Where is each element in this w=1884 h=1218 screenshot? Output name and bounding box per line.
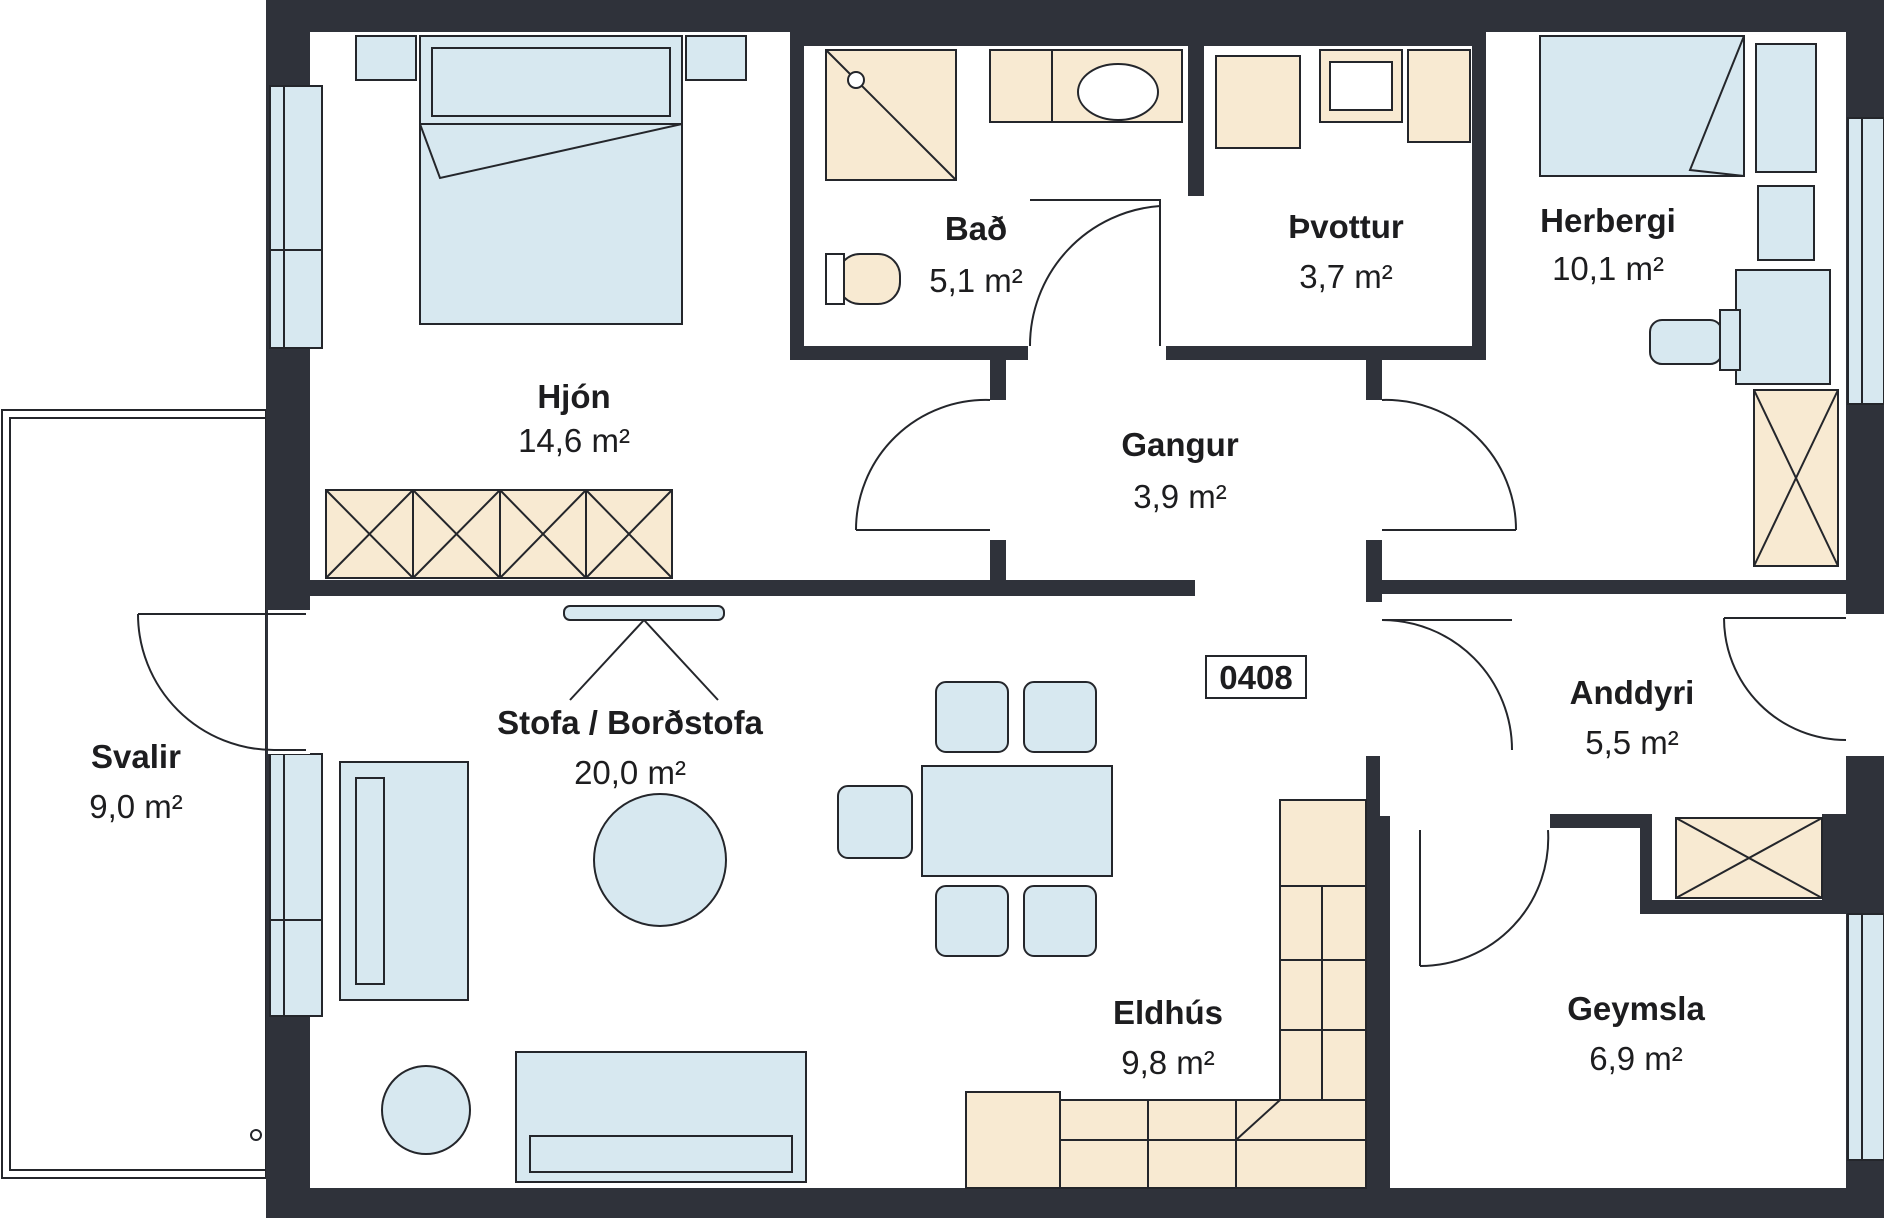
unit-number: 0408 (1219, 659, 1292, 696)
master-bedroom-furniture (325, 35, 747, 579)
entry-cabinet (1675, 817, 1823, 899)
room-area-geymsla: 6,9 m² (1589, 1040, 1683, 1077)
room-name-thvottur: Þvottur (1288, 208, 1404, 245)
bedroom-furniture (1539, 35, 1839, 567)
kitchen-cabinets (965, 799, 1367, 1189)
room-area-anddyri: 5,5 m² (1585, 724, 1679, 761)
room-area-herbergi: 10,1 m² (1552, 250, 1664, 287)
room-area-svalir: 9,0 m² (89, 788, 183, 825)
unit-number-label: 0408 (1205, 655, 1307, 699)
room-name-hjon: Hjón (537, 378, 610, 415)
room-area-stofa: 20,0 m² (574, 754, 686, 791)
room-name-svalir: Svalir (91, 738, 181, 775)
interior-walls (290, 28, 1846, 1188)
room-name-stofa: Stofa / Borðstofa (497, 704, 763, 741)
room-name-eldhus: Eldhús (1113, 994, 1223, 1031)
room-area-hjon: 14,6 m² (518, 422, 630, 459)
windows (137, 85, 1884, 1161)
room-name-anddyri: Anddyri (1570, 674, 1695, 711)
room-area-bad: 5,1 m² (929, 262, 1023, 299)
bathroom-fixtures (825, 49, 1183, 305)
laundry-fixtures (1215, 49, 1471, 149)
room-name-bad: Bað (945, 210, 1007, 247)
room-labels: Hjón 14,6 m² Bað 5,1 m² Þvottur 3,7 m² H… (89, 202, 1705, 1081)
living-furniture (339, 605, 1113, 1183)
room-name-herbergi: Herbergi (1540, 202, 1676, 239)
room-area-eldhus: 9,8 m² (1121, 1044, 1215, 1081)
balcony (1, 409, 267, 1179)
room-name-gangur: Gangur (1121, 426, 1238, 463)
room-area-thvottur: 3,7 m² (1299, 258, 1393, 295)
room-name-geymsla: Geymsla (1567, 990, 1705, 1027)
door-swings (855, 199, 1550, 968)
room-area-gangur: 3,9 m² (1133, 478, 1227, 515)
